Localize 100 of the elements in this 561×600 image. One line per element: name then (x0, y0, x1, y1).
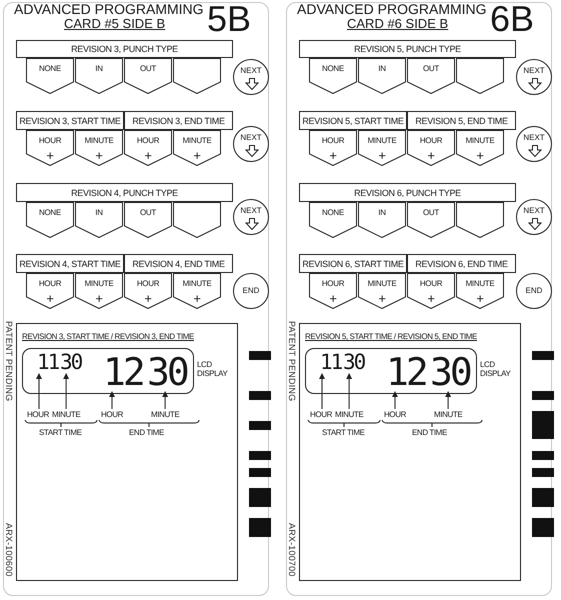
key-tab (173, 273, 221, 309)
key-tab (358, 58, 406, 94)
display-label: LCD DISPLAY (197, 360, 228, 378)
key-label: MINUTE (182, 280, 212, 288)
key-label: OUT (422, 209, 440, 217)
panel-title: REVISION 5, START TIME / REVISION 5, END TIME (305, 332, 477, 341)
programming-card (3, 2, 269, 596)
plus-sign: + (426, 292, 436, 305)
key-tab (309, 273, 357, 309)
key-label: IN (94, 65, 104, 73)
lcd-display (305, 348, 477, 394)
plus-sign: + (45, 292, 55, 305)
plus-sign: + (192, 149, 202, 162)
plus-sign: + (475, 292, 485, 305)
leader-arrow (319, 373, 325, 410)
key-tab (124, 130, 172, 166)
group-label: START TIME (39, 428, 82, 437)
plus-sign: + (426, 149, 436, 162)
leader-arrow (392, 391, 398, 410)
plus-sign: + (94, 292, 104, 305)
key-label: HOUR (136, 280, 160, 288)
digit-label: HOUR (27, 410, 49, 419)
key-label: OUT (139, 209, 158, 217)
display-label: LCD DISPLAY (480, 360, 512, 378)
key-tab (75, 130, 123, 166)
end-button: END (233, 273, 269, 309)
leader-arrow (36, 373, 42, 410)
digit-label: MINUTE (151, 410, 180, 419)
key-label: HOUR (136, 137, 160, 145)
header-bar: REVISION 4, END TIME (124, 254, 233, 273)
next-button: NEXT (516, 59, 552, 95)
group-label: END TIME (129, 428, 164, 437)
plus-sign: + (94, 149, 104, 162)
next-button: NEXT (233, 199, 269, 235)
next-button: NEXT (233, 126, 269, 162)
key-label: HOUR (38, 280, 62, 288)
header-bar: REVISION 4, PUNCH TYPE (16, 183, 233, 202)
group-label: START TIME (322, 428, 365, 437)
header-bar: REVISION 3, PUNCH TYPE (16, 40, 233, 58)
key-label: IN (377, 209, 387, 217)
plus-sign: + (328, 292, 338, 305)
blank-key-tab (173, 58, 221, 94)
next-button: NEXT (516, 126, 552, 162)
header-bar: REVISION 4, START TIME (16, 254, 124, 273)
key-label: HOUR (418, 137, 444, 145)
lcd-digits: 11 (320, 352, 342, 373)
card-code: 5B (207, 0, 252, 39)
key-label: NONE (38, 65, 62, 73)
key-tab (407, 58, 455, 94)
plus-sign: + (377, 149, 387, 162)
header-bar: REVISION 6, PUNCH TYPE (299, 183, 516, 202)
key-label: HOUR (320, 280, 346, 288)
key-label: MINUTE (182, 137, 212, 145)
plus-sign: + (475, 149, 485, 162)
lcd-digits: 12 (386, 353, 426, 391)
key-tab (26, 202, 74, 238)
key-tab (26, 273, 74, 309)
title-text: ADVANCED PROGRAMMING (297, 2, 487, 18)
key-label: NONE (321, 209, 345, 217)
side-text: PATENT PENDING (4, 321, 14, 402)
plus-sign: + (192, 292, 202, 305)
next-button: NEXT (516, 199, 552, 235)
blank-key-tab (173, 202, 221, 238)
key-tab (26, 130, 74, 166)
key-tab (407, 130, 455, 166)
blank-key-tab (456, 58, 504, 94)
key-label: MINUTE (84, 137, 114, 145)
key-tab (173, 130, 221, 166)
end-button: END (516, 273, 552, 309)
leader-arrow (63, 373, 70, 410)
key-tab (124, 58, 172, 94)
header-bar: REVISION 5, START TIME (299, 111, 407, 130)
key-label: MINUTE (366, 280, 398, 288)
key-tab (124, 202, 172, 238)
key-tab (358, 130, 406, 166)
group-label: END TIME (412, 428, 447, 437)
subtitle-text: CARD #6 SIDE B (347, 17, 448, 32)
panel-title: REVISION 3, START TIME / REVISION 3, END TIME (22, 332, 194, 341)
plus-sign: + (143, 149, 153, 162)
key-tab (75, 273, 123, 309)
key-tab (456, 273, 504, 309)
key-label: MINUTE (366, 137, 398, 145)
side-text: PATENT PENDING (287, 321, 297, 402)
blank-key-tab (456, 202, 504, 238)
key-label: MINUTE (464, 280, 496, 288)
leader-arrow (445, 391, 452, 410)
leader-arrow (162, 391, 168, 410)
header-bar: REVISION 5, PUNCH TYPE (299, 40, 516, 58)
key-label: HOUR (38, 137, 62, 145)
digit-label: HOUR (101, 410, 123, 419)
side-text: ARX-100700 (287, 523, 297, 577)
key-label: NONE (38, 209, 62, 217)
header-bar: REVISION 3, END TIME (124, 111, 233, 130)
lcd-digits: 12 (103, 353, 143, 391)
key-label: MINUTE (84, 280, 114, 288)
key-tab (309, 202, 357, 238)
key-label: MINUTE (464, 137, 496, 145)
lcd-digits: 30 (147, 353, 187, 391)
side-text: ARX-100600 (4, 523, 14, 577)
key-tab (124, 273, 172, 309)
